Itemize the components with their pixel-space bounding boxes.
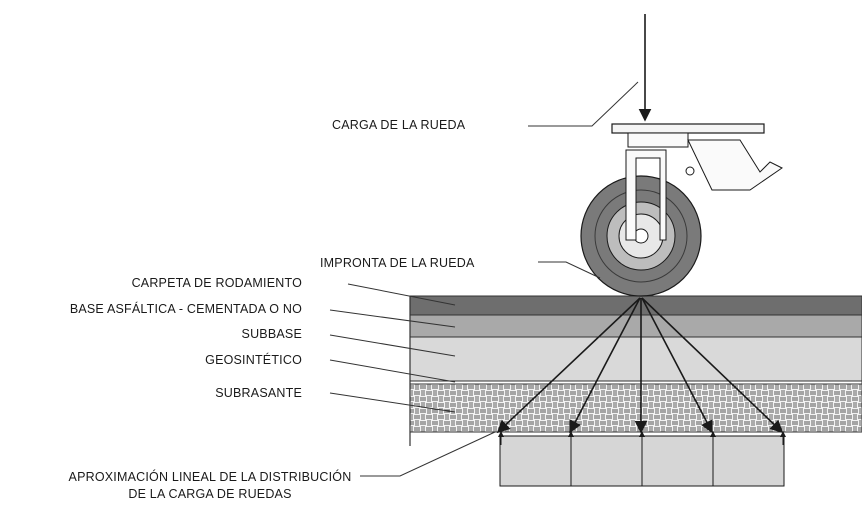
subgrade-layer — [409, 383, 862, 433]
label-geosynthetic: GEOSINTÉTICO — [205, 353, 302, 367]
label-wheel-imprint: IMPRONTA DE LA RUEDA — [320, 256, 475, 270]
label-subbase: SUBBASE — [241, 327, 302, 341]
load-distribution-arrows — [496, 297, 784, 434]
linear-distribution-blocks — [498, 431, 786, 487]
label-asphalt-base: BASE ASFÁLTICA - CEMENTADA O NO — [69, 302, 302, 316]
label-subgrade: SUBRASANTE — [215, 386, 302, 400]
label-wheel-load: CARGA DE LA RUEDA — [332, 118, 466, 132]
subbase-layer — [409, 336, 862, 383]
caster-top-plate — [611, 123, 765, 134]
label-wearing-course: CARPETA DE RODAMIENTO — [131, 276, 302, 290]
label-linear-approximation-line2: DE LA CARGA DE RUEDAS — [128, 487, 292, 501]
asphalt-base-layer — [409, 314, 862, 338]
caster-wheel — [580, 123, 783, 297]
leader-lines — [329, 81, 639, 477]
label-linear-approximation-line1: APROXIMACIÓN LINEAL DE LA DISTRIBUCIÓN — [68, 470, 352, 484]
